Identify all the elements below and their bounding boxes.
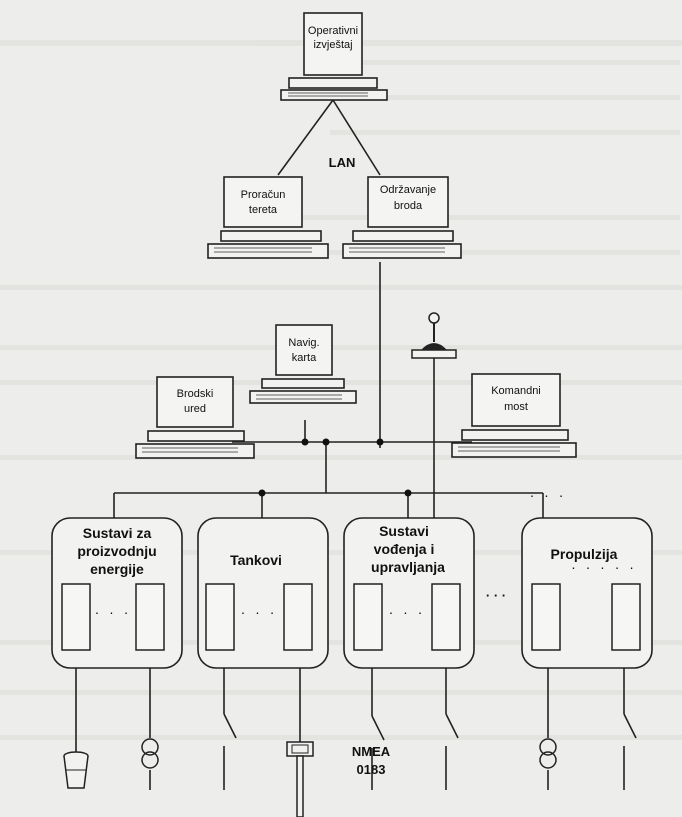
group-label-line1: Propulzija: [551, 546, 618, 562]
terminal-komandni-most: Komandni most: [451, 373, 577, 458]
group-propulzija: Propulzija · · · · ·: [521, 517, 653, 669]
probe-connector-icon: [286, 741, 314, 817]
svg-text:· · ·: · · ·: [241, 604, 278, 620]
module-box: [61, 583, 91, 651]
terminal-proracun-tereta: Proračun tereta: [207, 176, 329, 259]
terminal-label-line1: Održavanje: [380, 184, 436, 196]
module-box: [205, 583, 235, 651]
lan-wires: [113, 99, 544, 518]
terminal-label-line2: karta: [292, 352, 317, 364]
transformer-icon: [539, 738, 557, 769]
nmea-label-line2: 0183: [357, 762, 386, 777]
group-label-line1: Sustavi za: [83, 525, 152, 541]
terminal-label-line1: Komandni: [491, 385, 541, 397]
terminal-label-line1: Operativni: [308, 25, 358, 37]
svg-text:· · · · ·: · · · · ·: [571, 559, 637, 575]
group-label-line3: energije: [90, 561, 144, 577]
joystick-icon: [411, 312, 457, 359]
group-tankovi: Tankovi · · ·: [197, 517, 329, 669]
module-box: [611, 583, 641, 651]
terminal-odrzavanje-broda: Održavanje broda: [342, 176, 462, 259]
terminal-navig-karta: Navig. karta: [249, 324, 357, 404]
group-label-line3: upravljanja: [371, 559, 445, 575]
module-box: [431, 583, 461, 651]
group-label-line1: Sustavi: [379, 523, 429, 539]
group-label-line2: proizvodnju: [77, 543, 156, 559]
terminal-label-line2: most: [504, 401, 528, 413]
terminal-label-line2: tereta: [249, 204, 278, 216]
terminal-label-line1: Proračun: [241, 189, 286, 201]
group-label-line1: Tankovi: [230, 552, 282, 568]
bus-ellipsis: · · ·: [530, 487, 567, 503]
nmea-label-line1: NMEA: [352, 744, 391, 759]
field-wires: [75, 668, 637, 790]
terminal-label-line2: ured: [184, 403, 206, 415]
group-sustavi-energija: Sustavi za proizvodnju energije · · ·: [51, 517, 183, 669]
transformer-icon: [141, 738, 159, 769]
svg-text:· · ·: · · ·: [389, 604, 426, 620]
module-box: [135, 583, 165, 651]
terminal-operativni-izvjestaj: Operativni izvještaj: [280, 12, 388, 101]
terminal-label-line2: broda: [394, 200, 423, 212]
terminal-label-line1: Brodski: [177, 388, 214, 400]
groups-ellipsis: · · ·: [486, 588, 506, 603]
bus-nodes: [258, 438, 412, 497]
group-label-line2: vođenja i: [374, 541, 435, 557]
terminal-brodski-ured: Brodski ured: [135, 376, 255, 459]
module-box: [353, 583, 383, 651]
bucket-sensor-icon: [63, 751, 89, 789]
module-box: [531, 583, 561, 651]
terminal-label-line2: izvještaj: [313, 39, 352, 51]
terminal-label-line1: Navig.: [288, 337, 319, 349]
module-box: [283, 583, 313, 651]
svg-text:· · ·: · · ·: [95, 604, 132, 620]
group-sustavi-vodenja: Sustavi vođenja i upravljanja · · ·: [343, 517, 475, 669]
lan-label: LAN: [329, 155, 356, 170]
